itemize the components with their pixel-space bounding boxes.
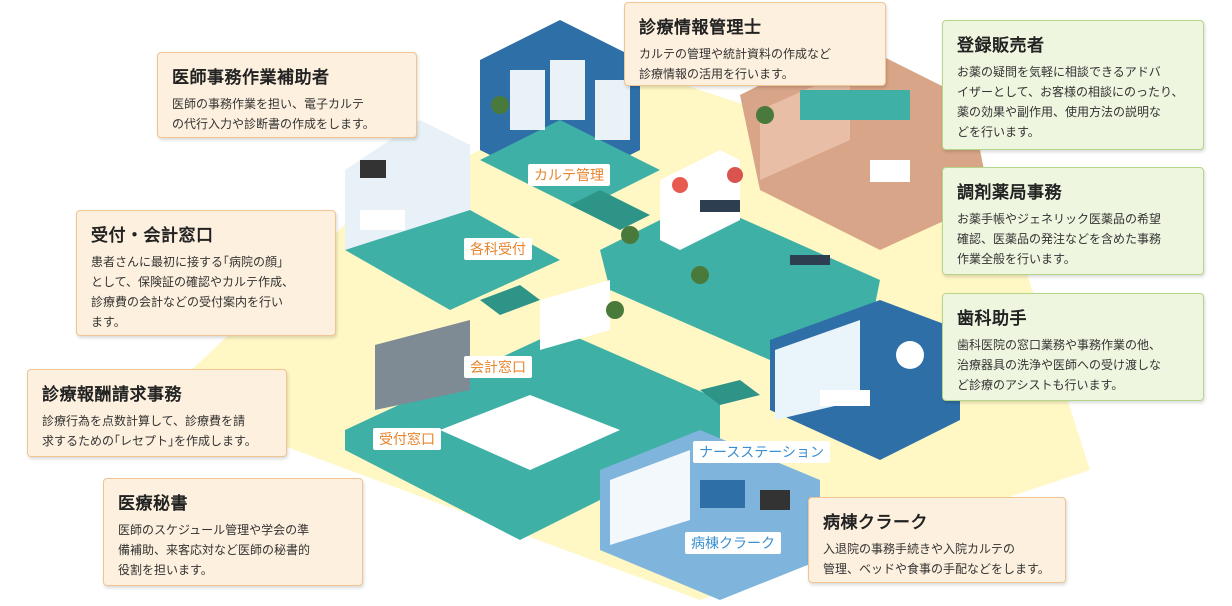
card-byoto-clerk: 病棟クラーク 入退院の事務手続きや入院カルテの 管理、ベッドや食事の手配などをし… <box>808 497 1066 583</box>
doctor-clerk-room <box>345 120 560 310</box>
card-desc: 医師の事務作業を担い、電子カルテ の代行入力や診断書の作成をします。 <box>172 97 375 131</box>
stairs <box>480 190 760 405</box>
card-title: 調剤薬局事務 <box>957 183 1062 203</box>
card-desc: カルテの管理や統計資料の作成など 診療情報の活用を行います。 <box>639 47 832 81</box>
room-label-uketsuke: 受付窓口 <box>373 428 441 450</box>
card-iryo-hisho: 医療秘書 医師のスケジュール管理や学会の準 備補助、来客応対など医師の秘書的 役… <box>103 478 363 586</box>
card-desc: 入退院の事務手続きや入院カルテの 管理、ベッドや食事の手配などをします。 <box>823 542 1050 576</box>
card-toroku-hanbai: 登録販売者 お薬の疑問を気軽に相談できるアドバ イザーとして、お客様の相談にのっ… <box>942 20 1204 150</box>
card-desc: 医師のスケジュール管理や学会の準 備補助、来客応対など医師の秘書的 役割を担いま… <box>118 523 311 577</box>
room-label-nurse: ナースステーション <box>693 441 831 463</box>
card-desc: 患者さんに最初に接する｢病院の顔｣ として、保険証の確認やカルテ作成、 診療費の… <box>91 255 295 329</box>
card-title: 受付・会計窓口 <box>91 226 214 246</box>
reception-floor <box>345 280 720 540</box>
dental-room <box>770 300 960 460</box>
card-shika-joshu: 歯科助手 歯科医院の窓口業務や事務作業の他、 治療器具の洗浄や医師への受け渡しな… <box>942 293 1204 401</box>
room-label-byoto: 病棟クラーク <box>685 532 781 554</box>
room-label-karte: カルテ管理 <box>528 164 610 186</box>
card-desc: 診療行為を点数計算して、診療費を請 求するための｢レセプト｣を作成します。 <box>42 414 257 448</box>
card-desc: お薬の疑問を気軽に相談できるアドバ イザーとして、お客様の相談にのったり、 薬の… <box>957 65 1184 139</box>
card-title: 医療秘書 <box>118 494 188 514</box>
room-label-kakka: 各科受付 <box>464 238 532 260</box>
plants <box>491 96 774 319</box>
card-title: 歯科助手 <box>957 309 1027 329</box>
pharmacy-room <box>740 40 990 250</box>
card-title: 医師事務作業補助者 <box>172 68 330 88</box>
card-desc: 歯科医院の窓口業務や事務作業の他、 治療器具の洗浄や医師への受け渡しな ど診療の… <box>957 338 1162 392</box>
card-title: 診療報酬請求事務 <box>42 385 182 405</box>
card-title: 診療情報管理士 <box>639 18 762 38</box>
ward-clerk-room <box>600 430 820 600</box>
card-ishi-jimu: 医師事務作業補助者 医師の事務作業を担い、電子カルテ の代行入力や診断書の作成を… <box>157 52 417 138</box>
card-title: 登録販売者 <box>957 36 1045 56</box>
karte-room <box>480 20 660 210</box>
card-chozai-yakkyoku: 調剤薬局事務 お薬手帳やジェネリック医薬品の希望 確認、医薬品の発注などを含めた… <box>942 167 1204 275</box>
card-uketsuke: 受付・会計窓口 患者さんに最初に接する｢病院の顔｣ として、保険証の確認やカルテ… <box>76 210 336 336</box>
card-title: 病棟クラーク <box>823 513 928 533</box>
card-shinryo-hoshu: 診療報酬請求事務 診療行為を点数計算して、診療費を請 求するための｢レセプト｣を… <box>27 369 287 457</box>
central-floor <box>600 150 880 360</box>
room-label-kaikei: 会計窓口 <box>464 356 532 378</box>
card-shinryo-joho: 診療情報管理士 カルテの管理や統計資料の作成など 診療情報の活用を行います。 <box>624 2 886 86</box>
card-desc: お薬手帳やジェネリック医薬品の希望 確認、医薬品の発注などを含めた事務 作業全般… <box>957 212 1162 266</box>
